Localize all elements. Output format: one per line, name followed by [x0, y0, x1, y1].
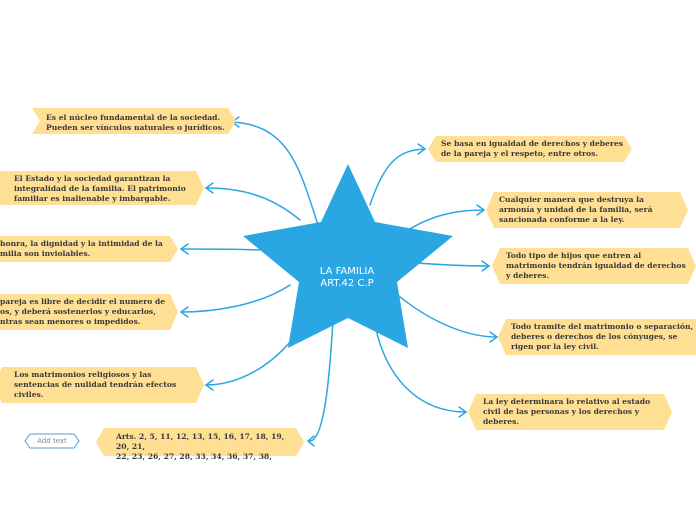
- topic-right-2[interactable]: [486, 192, 688, 228]
- arrowhead-right-5: [458, 406, 468, 418]
- connector-right-5: [373, 319, 467, 413]
- topic-left-5[interactable]: [0, 367, 204, 403]
- arrowhead-right-4: [489, 331, 499, 343]
- topic-right-5-text: La ley determinara lo relativo al estado…: [483, 397, 651, 426]
- topic-right-5[interactable]: [468, 394, 672, 430]
- topic-right-3[interactable]: [492, 248, 696, 284]
- topic-left-4-text: pareja es libre de decidir el numero de …: [0, 297, 166, 326]
- arrowhead-left-2: [204, 182, 214, 194]
- connector-left-1: [231, 121, 319, 226]
- connector-left-6: [309, 319, 334, 442]
- topic-left-2-text: El Estado y la sociedad garantizan la in…: [14, 174, 186, 203]
- topic-right-4[interactable]: [498, 319, 696, 355]
- topic-left-5-text: Los matrimonios religiosos y las sentenc…: [14, 370, 177, 399]
- topic-left-6-text: Arts. 2, 5, 11, 12, 13, 15, 16, 17, 18, …: [116, 432, 285, 461]
- arrowhead-right-2: [476, 204, 486, 216]
- topic-left-6[interactable]: [96, 428, 304, 456]
- topic-right-2-text: Cualquier manera que destruya la armonía…: [499, 195, 653, 224]
- arrowhead-right-1: [417, 143, 427, 155]
- topic-left-1-text: Es el núcleo fundamental de la sociedad.…: [46, 113, 225, 132]
- connector-right-1: [369, 148, 426, 206]
- topic-left-4[interactable]: [0, 294, 178, 330]
- arrowhead-left-6: [306, 435, 315, 447]
- connector-left-3: [180, 248, 266, 251]
- arrowhead-left-5: [204, 379, 214, 391]
- arrowhead-right-3: [481, 260, 491, 272]
- connectors: [179, 116, 499, 447]
- arrowhead-left-4: [179, 306, 189, 318]
- connector-right-4: [391, 289, 498, 338]
- connector-left-4: [180, 284, 291, 313]
- central-star[interactable]: [243, 164, 453, 348]
- topic-left-3[interactable]: [0, 236, 178, 262]
- connector-left-2: [205, 187, 301, 221]
- topic-right-1[interactable]: [428, 136, 632, 162]
- add-text-button[interactable]: Add text: [37, 437, 67, 445]
- topic-right-1-text: Se basa en igualdad de derechos y debere…: [441, 139, 624, 158]
- central-topic-label: LA FAMILIA ART.42 C.P: [319, 266, 375, 289]
- topic-left-3-text: honra, la dignidad y la intimidad de la …: [0, 239, 163, 258]
- topic-right-3-text: Todo tipo de hijos que entren al matrimo…: [506, 251, 686, 280]
- topic-left-2[interactable]: [0, 171, 204, 205]
- topic-left-1[interactable]: [32, 108, 236, 134]
- add-text-button-shape[interactable]: [24, 433, 80, 449]
- topic-right-4-text: Todo tramite del matrimonio o separación…: [511, 322, 694, 351]
- arrowhead-left-3: [179, 243, 189, 255]
